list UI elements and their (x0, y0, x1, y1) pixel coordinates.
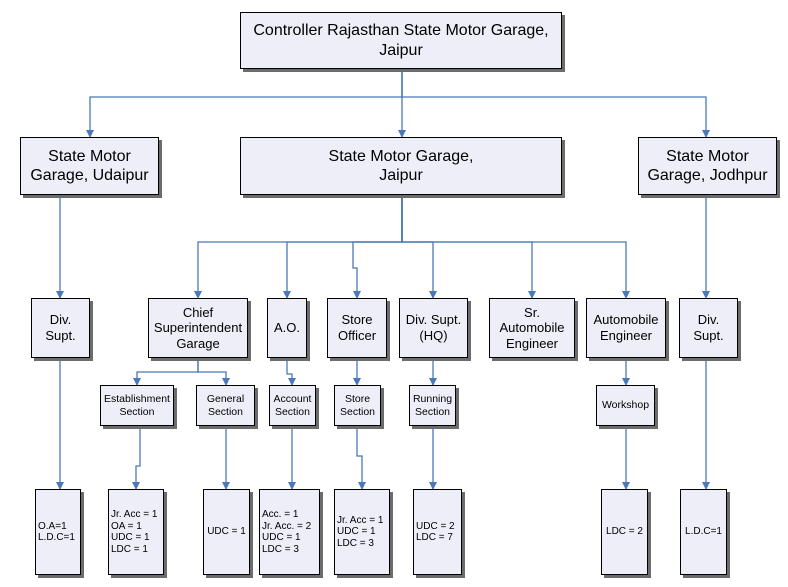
staff-running: UDC = 2 LDC = 7 (413, 489, 462, 575)
staff-jodhpur: L.D.C=1 (680, 489, 727, 575)
automobile-engineer-node: Automobile Engineer (586, 298, 666, 358)
connector-jaipur-store (352, 195, 403, 299)
ao-node: A.O. (267, 298, 307, 358)
connector-jaipur-chief (194, 195, 403, 299)
connector-jaipur-sr-engineer (401, 195, 536, 299)
staff-store: Jr. Acc = 1 UDC = 1 LDC = 3 (334, 489, 390, 575)
connector-controller-jodhpur (401, 69, 710, 138)
connector-jaipur-hq (401, 195, 437, 299)
div-supt-jodhpur-node: Div. Supt. (679, 298, 738, 358)
jaipur-garage-node: State Motor Garage, Jaipur (240, 137, 562, 195)
staff-workshop: LDC = 2 (601, 489, 648, 575)
div-supt-hq-node: Div. Supt. (HQ) (399, 298, 468, 358)
workshop-node: Workshop (596, 385, 655, 426)
account-section-node: Account Section (269, 385, 316, 426)
connector-storesection-staff (356, 426, 366, 490)
connector-controller-udaipur (86, 69, 403, 138)
connector-ao-account (286, 358, 296, 386)
store-section-node: Store Section (334, 385, 381, 426)
udaipur-garage-node: State Motor Garage, Udaipur (20, 137, 159, 195)
connector-chief-general (197, 358, 230, 386)
connector-establishment-staff (132, 426, 141, 490)
running-section-node: Running Section (409, 385, 456, 426)
general-section-node: General Section (196, 385, 255, 426)
connector-jaipur-ao (283, 195, 403, 299)
connector-jaipur-auto-engineer (401, 195, 630, 299)
connector-chief-establishment (133, 358, 199, 386)
sr-automobile-engineer-node: Sr. Automobile Engineer (489, 298, 575, 358)
staff-account: Acc. = 1 Jr. Acc. = 2 UDC = 1 LDC = 3 (259, 489, 320, 575)
store-officer-node: Store Officer (327, 298, 387, 358)
controller-node: Controller Rajasthan State Motor Garage,… (240, 12, 562, 69)
staff-establishment: Jr. Acc = 1 OA = 1 UDC = 1 LDC = 1 (108, 489, 164, 575)
staff-general: UDC = 1 (203, 489, 250, 575)
jodhpur-garage-node: State Motor Garage, Jodhpur (638, 137, 777, 195)
div-supt-udaipur-node: Div. Supt. (31, 298, 90, 358)
chief-superintendent-node: Chief Superintendent Garage (148, 298, 248, 358)
staff-udaipur: O.A=1 L.D.C=1 (35, 489, 81, 575)
establishment-section-node: Establishment Section (100, 385, 174, 426)
